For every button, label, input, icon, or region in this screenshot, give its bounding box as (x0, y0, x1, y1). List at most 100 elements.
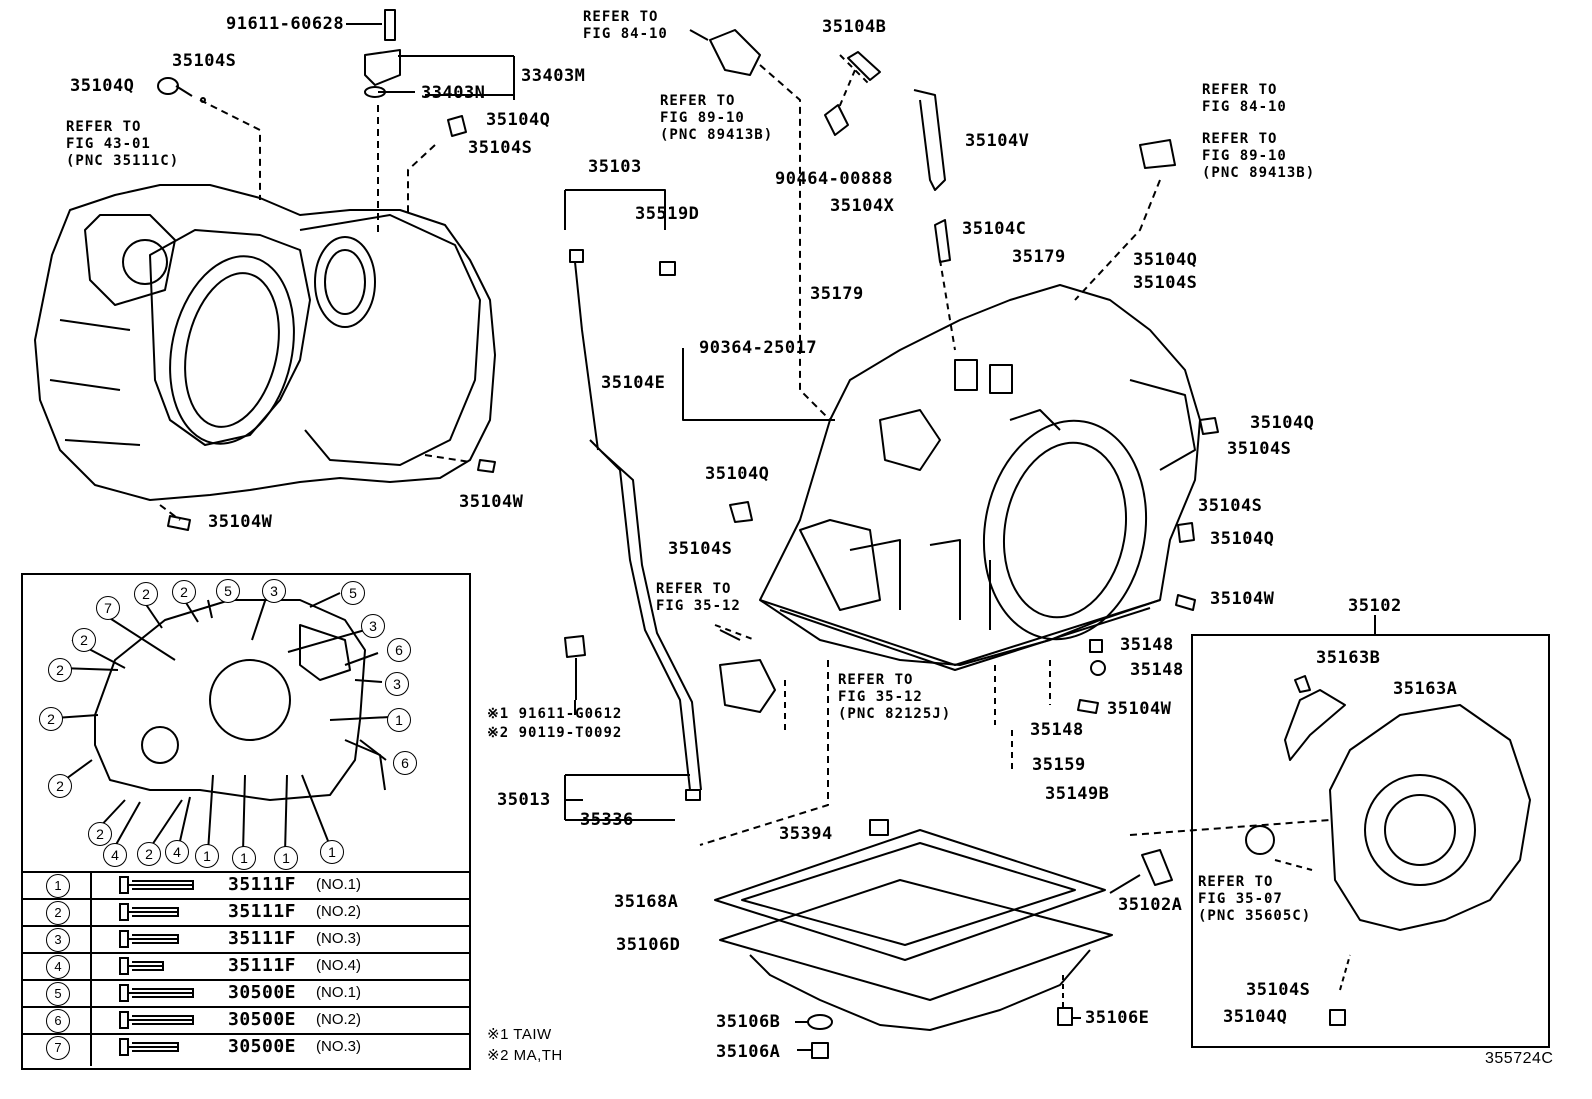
part-label-35148[interactable]: 35148 (1120, 635, 1174, 655)
bolt-marker-1[interactable]: 1 (320, 840, 344, 864)
bolt-table-part-code[interactable]: 35111F (228, 928, 297, 949)
part-label-35104W[interactable]: 35104W (459, 492, 524, 512)
part-label-35106B[interactable]: 35106B (716, 1012, 781, 1032)
bolt-panel-frame (21, 573, 471, 1070)
part-label-35336[interactable]: 35336 (580, 810, 634, 830)
bolt-marker-2[interactable]: 2 (48, 658, 72, 682)
part-label-35104Q[interactable]: 35104Q (70, 76, 135, 96)
part-label-35104Q[interactable]: 35104Q (1133, 250, 1198, 270)
bolt-marker-4[interactable]: 4 (165, 840, 189, 864)
bolt-table-part-code[interactable]: 30500E (228, 982, 297, 1003)
bolt-marker-2[interactable]: 2 (172, 580, 196, 604)
part-label-35104S[interactable]: 35104S (1246, 980, 1311, 1000)
part-label-35163A[interactable]: 35163A (1393, 679, 1458, 699)
part-label-35104Q[interactable]: 35104Q (705, 464, 770, 484)
part-label-35159[interactable]: 35159 (1032, 755, 1086, 775)
part-label-35104S[interactable]: 35104S (172, 51, 237, 71)
bolt-marker-1[interactable]: 1 (232, 846, 256, 870)
part-label-35104S[interactable]: 35104S (468, 138, 533, 158)
part-label-35104Q[interactable]: 35104Q (1210, 529, 1275, 549)
part-label-35104V[interactable]: 35104V (965, 131, 1030, 151)
oil-pump-illustration (1129, 675, 1531, 1026)
bolt-marker-1[interactable]: 1 (387, 708, 411, 732)
bolt-marker-5[interactable]: 5 (216, 579, 240, 603)
part-label-33403N[interactable]: 33403N (421, 83, 486, 103)
bolt-table-part-code[interactable]: 35111F (228, 874, 297, 895)
part-label-33403M[interactable]: 33403M (521, 66, 586, 86)
footnote-ma-th: ※2 MA,TH (487, 1047, 563, 1064)
bolt-table-grid (21, 871, 469, 1066)
part-label-35104E[interactable]: 35104E (601, 373, 666, 393)
bolt-table-part-code[interactable]: 30500E (228, 1009, 297, 1030)
bolt-marker-3[interactable]: 3 (361, 614, 385, 638)
figure-id: 355724C (1485, 1050, 1554, 1067)
part-label-35104S[interactable]: 35104S (1198, 496, 1263, 516)
part-label-35104W[interactable]: 35104W (208, 512, 273, 532)
part-label-35106E[interactable]: 35106E (1085, 1008, 1150, 1028)
bolt-marker-2[interactable]: 2 (72, 628, 96, 652)
bolt-table-part-code[interactable]: 30500E (228, 1036, 297, 1057)
bolt-marker-1[interactable]: 1 (274, 846, 298, 870)
bolt-marker-2[interactable]: 2 (137, 842, 161, 866)
bolt-table-size-no: (NO.3) (316, 1038, 361, 1055)
part-label-90464-00888[interactable]: 90464-00888 (775, 169, 894, 189)
bolt-marker-3[interactable]: 3 (262, 579, 286, 603)
part-label-35104Q[interactable]: 35104Q (1223, 1007, 1288, 1027)
bolt-table-size-no: (NO.2) (316, 903, 361, 920)
part-label-90119-T0092[interactable]: ※2 90119-T0092 (487, 725, 623, 741)
bolt-table-size-no: (NO.1) (316, 876, 361, 893)
bolt-marker-2[interactable]: 2 (88, 822, 112, 846)
part-label-35179[interactable]: 35179 (1012, 247, 1066, 267)
part-label-35168A[interactable]: 35168A (614, 892, 679, 912)
part-label-35394[interactable]: 35394 (779, 824, 833, 844)
part-label-35104S[interactable]: 35104S (668, 539, 733, 559)
part-label-35163B[interactable]: 35163B (1316, 648, 1381, 668)
part-label-35149B[interactable]: 35149B (1045, 784, 1110, 804)
part-label-35103[interactable]: 35103 (588, 157, 642, 177)
bolt-marker-3[interactable]: 3 (385, 672, 409, 696)
bolt-table-index: 3 (46, 928, 70, 952)
part-label-35148[interactable]: 35148 (1130, 660, 1184, 680)
bolt-table-part-code[interactable]: 35111F (228, 955, 297, 976)
part-label-35102A[interactable]: 35102A (1118, 895, 1183, 915)
bolt-marker-7[interactable]: 7 (96, 596, 120, 620)
bolt-marker-4[interactable]: 4 (103, 843, 127, 867)
part-label-35104B[interactable]: 35104B (822, 17, 887, 37)
part-label-91611-G0612[interactable]: ※1 91611-G0612 (487, 706, 623, 722)
bolt-marker-2[interactable]: 2 (134, 582, 158, 606)
bolt-table-index: 5 (46, 982, 70, 1006)
bolt-marker-5[interactable]: 5 (341, 581, 365, 605)
part-label-35104Q[interactable]: 35104Q (1250, 413, 1315, 433)
part-label-35106D[interactable]: 35106D (616, 935, 681, 955)
part-label-35104W[interactable]: 35104W (1210, 589, 1275, 609)
part-label-90364-25017[interactable]: 90364-25017 (699, 338, 818, 358)
bolt-marker-6[interactable]: 6 (387, 638, 411, 662)
part-label-35104Q[interactable]: 35104Q (486, 110, 551, 130)
part-label-35104C[interactable]: 35104C (962, 219, 1027, 239)
bolt-marker-2[interactable]: 2 (48, 774, 72, 798)
part-label-35104S[interactable]: 35104S (1133, 273, 1198, 293)
bolt-marker-6[interactable]: 6 (393, 751, 417, 775)
part-label-35148[interactable]: 35148 (1030, 720, 1084, 740)
part-label-35104S[interactable]: 35104S (1227, 439, 1292, 459)
part-label-35104W[interactable]: 35104W (1107, 699, 1172, 719)
bolt-marker-2[interactable]: 2 (39, 707, 63, 731)
part-label-35106A[interactable]: 35106A (716, 1042, 781, 1062)
part-label-35104X[interactable]: 35104X (830, 196, 895, 216)
part-label-35519D[interactable]: 35519D (635, 204, 700, 224)
bolt-marker-1[interactable]: 1 (195, 844, 219, 868)
bolt-table-part-code[interactable]: 35111F (228, 901, 297, 922)
part-label-35102[interactable]: 35102 (1348, 596, 1402, 616)
part-label-91611-60628[interactable]: 91611-60628 (226, 14, 345, 34)
part-label-35179[interactable]: 35179 (810, 284, 864, 304)
part-label-35013[interactable]: 35013 (497, 790, 551, 810)
